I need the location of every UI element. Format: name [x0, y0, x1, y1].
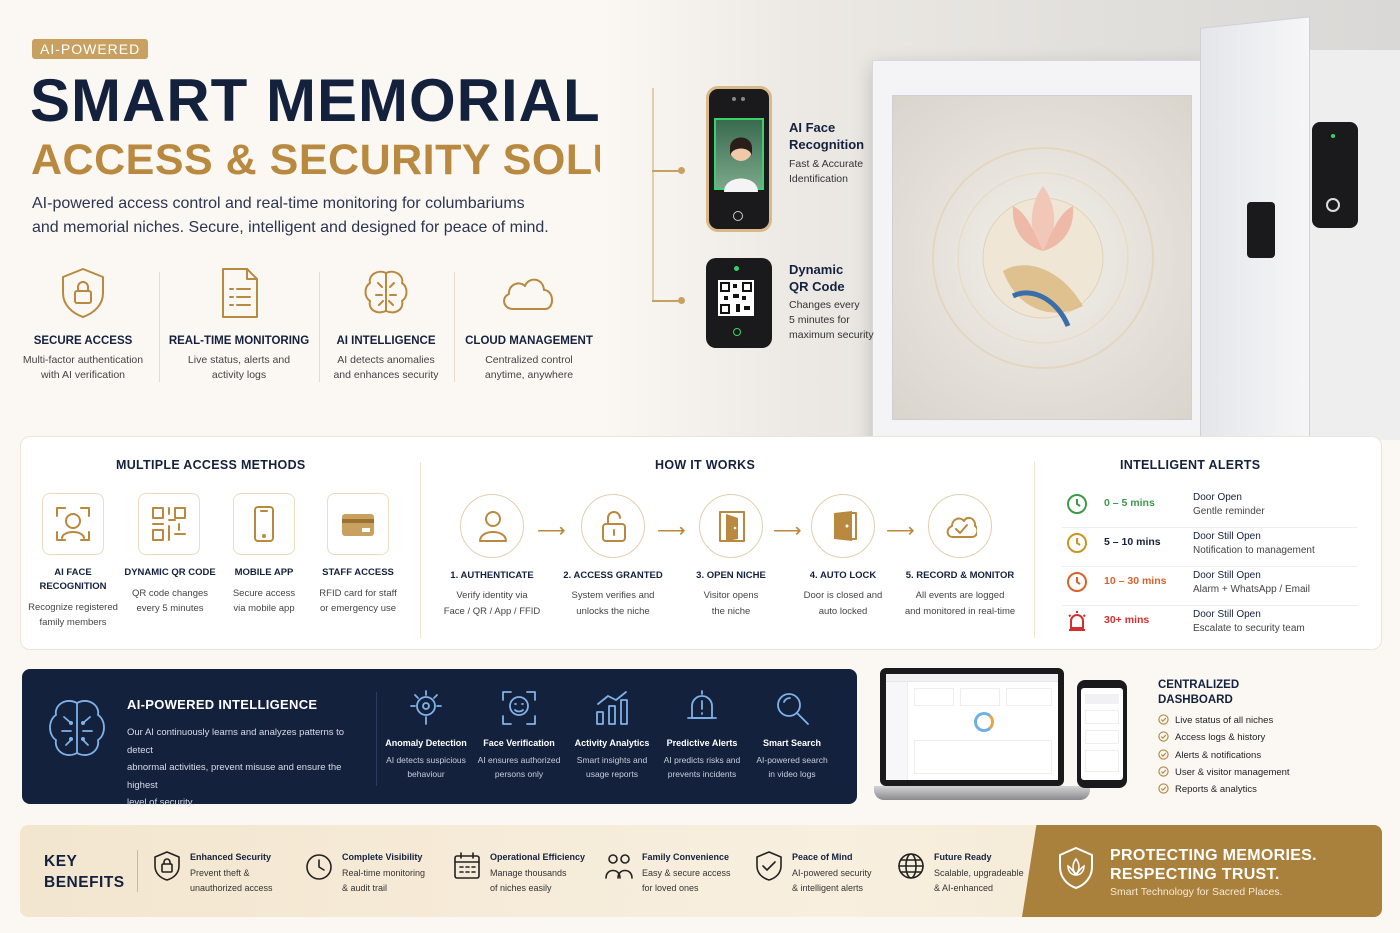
- open-door-icon: [719, 511, 745, 542]
- calendar-grid-icon: [454, 852, 480, 879]
- ai-intelligence-section: [22, 669, 857, 804]
- brain-circuit-icon: [49, 700, 105, 756]
- check-circle-icon: [1158, 714, 1169, 725]
- person-face-icon: [724, 137, 758, 192]
- clock-green-icon: [1067, 494, 1087, 514]
- dashboard-screen: [886, 674, 1058, 780]
- ai-powered-badge: AI-POWERED: [32, 39, 149, 59]
- clock-icon: [306, 854, 332, 880]
- feature-secure-access: SECURE ACCESS Multi-factor authenticatio…: [8, 265, 158, 383]
- dashboard-feature: Access logs & history: [1158, 731, 1265, 743]
- mobile-app-screen: [1081, 688, 1123, 780]
- method-dynamic-qr: [138, 493, 200, 555]
- feature-ai-intelligence: AI INTELLIGENCE AI detects anomalies and…: [311, 265, 461, 383]
- qr-code-icon: [152, 507, 186, 541]
- closed-door-icon: [834, 511, 857, 541]
- method-staff-access: [327, 493, 389, 555]
- face-scan-icon: [56, 507, 90, 541]
- ai-feature-predictive-alerts: Predictive Alerts AI predicts risks and …: [657, 688, 747, 781]
- unlock-icon: [602, 511, 626, 542]
- siren-icon: [1068, 611, 1086, 631]
- face-verify-icon: [502, 691, 536, 725]
- qr-device-sub: Changes every 5 minutes for maximum secu…: [789, 299, 874, 341]
- niche-interior: [892, 95, 1192, 420]
- check-circle-icon: [1158, 766, 1169, 777]
- shield-check-icon: [756, 851, 782, 881]
- ai-feature-smart-search: Smart Search AI-powered search in video …: [747, 688, 837, 781]
- tagline-banner: [1022, 825, 1382, 917]
- tagline-subtitle: Smart Technology for Sacred Places.: [1110, 886, 1283, 898]
- family-icon: [605, 854, 633, 879]
- qr-device-label: Dynamic QR Code: [789, 262, 845, 294]
- shield-lock-icon: [154, 851, 180, 881]
- face-scan-screen: [714, 118, 764, 192]
- clock-orange-icon: [1067, 572, 1087, 592]
- lotus-art-icon: [932, 147, 1154, 369]
- step-record-monitor: [928, 494, 992, 558]
- step-open-niche: [699, 494, 763, 558]
- cloud-icon: [503, 278, 553, 310]
- mobile-phone-icon: [254, 506, 274, 542]
- ai-feature-face-verification: Face Verification AI ensures authorized …: [474, 688, 564, 781]
- ai-feature-activity-analytics: Activity Analytics Smart insights and us…: [567, 688, 657, 781]
- dashboard-feature: Alerts & notifications: [1158, 749, 1261, 761]
- document-list-icon: [222, 268, 258, 318]
- tagline-title: PROTECTING MEMORIES.RESPECTING TRUST.: [1110, 847, 1317, 883]
- globe-icon: [898, 853, 924, 879]
- how-it-works-title: HOW IT WORKS: [655, 458, 756, 472]
- ai-section-description: Our AI continuously learns and analyzes …: [127, 727, 345, 808]
- face-device-sub: Fast & Accurate Identification: [789, 158, 864, 185]
- magnifier-icon: [777, 693, 809, 725]
- step-authenticate: [460, 494, 524, 558]
- door-reader: [1312, 122, 1358, 228]
- face-device-label: AI Face Recognition: [789, 120, 865, 152]
- alerts-title: INTELLIGENT ALERTS: [1120, 458, 1261, 472]
- rfid-card-icon: [342, 514, 374, 536]
- analytics-icon: [596, 691, 628, 725]
- brain-icon: [364, 270, 408, 314]
- cloud-check-icon: [946, 516, 977, 538]
- method-mobile-app: [233, 493, 295, 555]
- access-methods-title: MULTIPLE ACCESS METHODS: [116, 458, 306, 472]
- step-auto-lock: [811, 494, 875, 558]
- dashboard-feature: User & visitor management: [1158, 766, 1290, 778]
- method-face-recognition: [42, 493, 104, 555]
- check-circle-icon: [1158, 749, 1169, 760]
- check-circle-icon: [1158, 783, 1169, 794]
- feature-real-time-monitoring: REAL-TIME MONITORING Live status, alerts…: [164, 265, 314, 383]
- electronic-lock: [1247, 202, 1275, 258]
- hero-description: AI-powered access control and real-time …: [32, 195, 549, 236]
- check-circle-icon: [1158, 731, 1169, 742]
- page-title: SMART MEMORIAL: [30, 67, 601, 134]
- feature-cloud-management: CLOUD MANAGEMENT Centralized control any…: [454, 265, 604, 383]
- clock-yellow-icon: [1067, 533, 1087, 553]
- dashboard-feature: Reports & analytics: [1158, 783, 1257, 795]
- user-icon: [479, 511, 507, 542]
- dashboard-feature: Live status of all niches: [1158, 714, 1273, 726]
- shield-lotus-icon: [1059, 846, 1093, 890]
- alert-bell-icon: [687, 690, 717, 719]
- shield-lock-icon: [62, 268, 104, 318]
- anomaly-icon: [410, 690, 442, 725]
- ai-feature-anomaly: Anomaly Detection AI detects suspicious …: [381, 688, 471, 781]
- ai-section-title: AI-POWERED INTELLIGENCE: [127, 697, 318, 712]
- step-access-granted: [581, 494, 645, 558]
- qr-code-icon: [718, 280, 754, 316]
